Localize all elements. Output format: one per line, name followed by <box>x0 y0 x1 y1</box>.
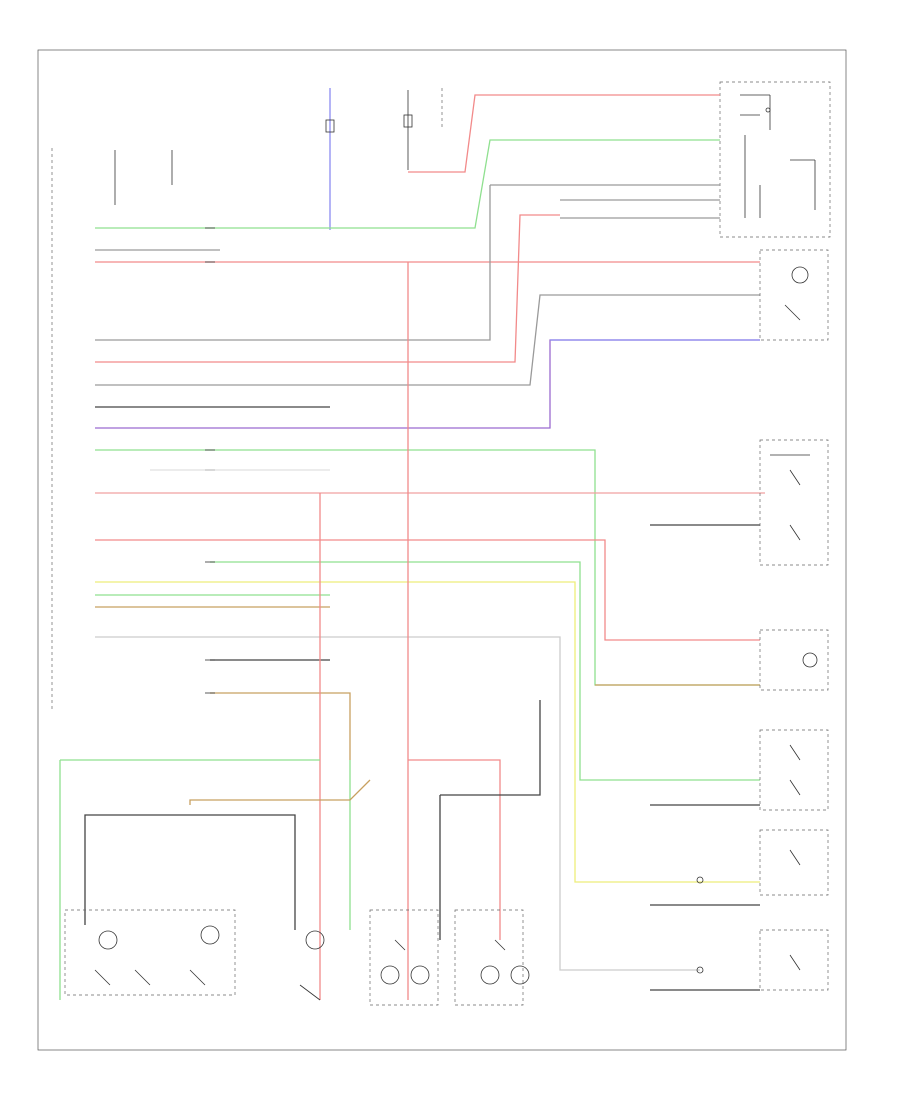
bottom-lamps <box>64 909 530 1006</box>
combination-meter-box <box>719 81 831 238</box>
connector-ticks <box>150 227 330 694</box>
diagram-frame <box>37 49 847 1051</box>
right-components <box>696 249 829 991</box>
top-fuse-area <box>114 88 443 230</box>
combination-meter-internals <box>740 94 816 218</box>
wires <box>59 94 765 1000</box>
